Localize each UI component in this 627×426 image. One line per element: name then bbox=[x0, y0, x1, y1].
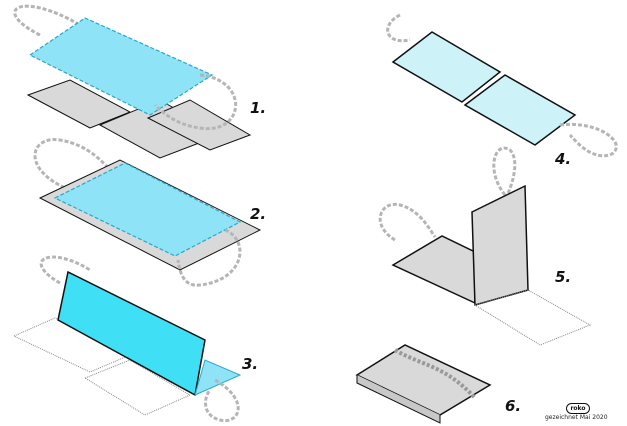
step-3-illustration bbox=[12, 255, 242, 423]
step-1-illustration bbox=[13, 4, 252, 159]
step-4-label: 4. bbox=[555, 150, 572, 168]
step-5-illustration bbox=[378, 146, 592, 346]
step-1-label: 1. bbox=[250, 99, 267, 117]
step-6-label: 6. bbox=[505, 397, 522, 415]
roko-logo: roko bbox=[566, 403, 590, 414]
step-5-label: 5. bbox=[555, 268, 572, 286]
step-3-label: 3. bbox=[242, 355, 259, 373]
step-4-illustration bbox=[386, 13, 618, 158]
step-6-illustration bbox=[355, 344, 492, 424]
step-2-illustration bbox=[33, 138, 262, 287]
credit-text: gezeichnet Mai 2020 bbox=[545, 414, 608, 421]
step-2-label: 2. bbox=[250, 205, 267, 223]
